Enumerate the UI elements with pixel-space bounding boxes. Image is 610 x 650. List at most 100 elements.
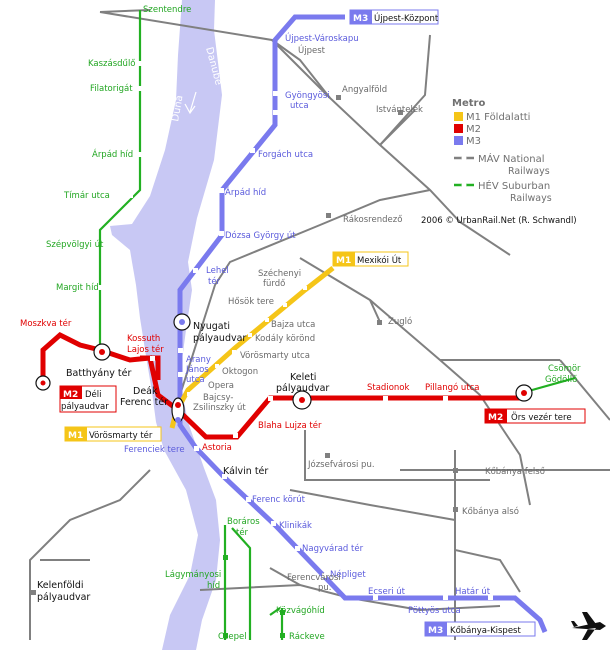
- station-marker: [98, 285, 103, 290]
- label-deak-2: Ferenc tér: [120, 397, 168, 408]
- label-boraros-1: Boráros: [227, 517, 260, 527]
- m2-kossuth-spur: [140, 355, 161, 380]
- legend-swatch-m3: [454, 136, 463, 145]
- label-ferencvarosi-2: pu.: [318, 583, 332, 593]
- label-arpad-hid-hev: Árpád híd: [92, 148, 133, 160]
- station-marker: [322, 573, 327, 578]
- label-hosok: Hősök tere: [228, 297, 274, 307]
- label-arany-2: János: [185, 365, 209, 375]
- legend-label-m3: M3: [466, 136, 481, 147]
- legend-label-mav: MÁV National: [478, 152, 545, 165]
- label-nyugati-1: Nyugati: [193, 321, 230, 332]
- station-marker: [138, 86, 143, 91]
- legend-swatch-m1: [454, 112, 463, 121]
- label-opera: Opera: [208, 381, 234, 391]
- label-arpad-hid-m3: Árpád híd: [225, 186, 266, 198]
- terminal-m2-east: M2 Örs vezér tere: [484, 408, 586, 424]
- label-arany-1: Arany: [186, 355, 211, 365]
- badge-line: M2: [488, 413, 503, 423]
- label-keleti-2: pályaudvar: [276, 383, 329, 394]
- terminal-m2-west: M2 Déli pályaudvar: [59, 385, 117, 413]
- legend-swatch-m2: [454, 124, 463, 133]
- label-forgach: Forgách utca: [258, 150, 313, 160]
- station-marker: [373, 595, 378, 600]
- label-boraros-2: tér: [236, 527, 249, 538]
- label-godollo: Gödöllő: [545, 375, 577, 385]
- station-marker: [488, 595, 493, 600]
- label-lehel-1: Lehel: [206, 266, 229, 276]
- station-marker: [336, 95, 341, 100]
- station-marker: [443, 595, 448, 600]
- label-ferenc-korut: Ferenc körút: [252, 495, 306, 505]
- label-batthyany: Batthyány tér: [66, 368, 131, 379]
- label-jozsefvarosi: Józsefvárosi pu.: [307, 459, 375, 470]
- label-dozsa: Dózsa György út: [225, 230, 296, 241]
- legend-label-mav-sub: Railways: [508, 166, 550, 177]
- legend-title: Metro: [452, 98, 485, 109]
- label-pillango: Pillangó utca: [425, 382, 480, 393]
- legend-label-hev: HÉV Suburban: [478, 179, 550, 192]
- station-marker: [453, 468, 458, 473]
- station-marker: [398, 110, 403, 115]
- label-kossuth-1: Kossuth: [127, 334, 160, 344]
- label-csomor: Csömör: [548, 364, 581, 374]
- label-angyalfold: Angyalföld: [342, 85, 387, 95]
- station-marker: [303, 286, 307, 290]
- station-marker: [103, 242, 108, 247]
- label-bajza: Bajza utca: [271, 320, 315, 330]
- terminal-m1-end: M1 Mexikói Út: [332, 251, 409, 267]
- station-marker: [377, 320, 382, 325]
- label-szepvolgyi: Szépvölgyi út: [46, 239, 104, 250]
- label-kossuth-2: Lajos tér: [127, 344, 164, 355]
- station-marker: [248, 333, 252, 337]
- station-marker: [138, 152, 143, 157]
- station-marker: [273, 91, 278, 96]
- station-marker: [215, 364, 219, 368]
- label-nyugati-2: pályaudvar: [193, 333, 246, 344]
- label-nepliget: Népliget: [330, 569, 366, 580]
- station-marker: [268, 396, 273, 401]
- badge-name: Örs vezér tere: [511, 412, 572, 423]
- badge-line: M3: [428, 626, 443, 636]
- station-marker: [326, 213, 331, 218]
- station-marker: [128, 193, 133, 198]
- station-marker: [295, 546, 300, 551]
- label-kodaly: Kodály körönd: [255, 334, 315, 344]
- label-bajcsy-1: Bajcsy-: [203, 393, 233, 403]
- station-marker: [265, 318, 269, 322]
- river-label-duna: Duna: [170, 94, 185, 122]
- label-istvantelek: Istvántelek: [376, 105, 423, 115]
- m3-line: [177, 14, 548, 633]
- station-marker: [219, 231, 224, 236]
- terminal-m1-start: M1 Vörösmarty tér: [64, 426, 162, 442]
- label-arany-3: utca: [186, 375, 205, 385]
- label-szentendre: Szentendre: [143, 5, 191, 15]
- badge-name: Vörösmarty tér: [89, 430, 153, 441]
- badge-name: Mexikói Út: [357, 254, 402, 266]
- label-csepel: Csepel: [218, 632, 247, 642]
- label-ferenciek: Ferenciek tere: [124, 445, 185, 455]
- station-marker: [271, 521, 276, 526]
- label-szechenyi-2: fürdő: [263, 279, 285, 289]
- station-marker: [325, 453, 330, 458]
- label-kalvin: Kálvin tér: [223, 466, 268, 477]
- label-bajcsy-2: Zsilinszky út: [193, 403, 246, 413]
- badge-line: M2: [63, 390, 78, 400]
- badge-name: Déli: [85, 389, 102, 400]
- label-lagymanyosi-2: híd: [207, 581, 220, 591]
- label-kelenfoldi-2: pályaudvar: [37, 592, 90, 603]
- label-kozvagohid: Közvágóhíd: [276, 605, 325, 616]
- terminal-m3-south: M3 Kőbánya-Kispest: [424, 621, 536, 637]
- legend-label-hev-sub: Railways: [510, 193, 552, 204]
- station-marker: [222, 474, 227, 479]
- station-marker: [178, 348, 183, 353]
- station-marker: [223, 633, 228, 638]
- legend-label-m1: M1 Földalatti: [466, 112, 530, 123]
- label-kobanya-also: Kőbánya alsó: [462, 506, 519, 517]
- station-marker: [193, 268, 198, 273]
- label-blaha: Blaha Lujza tér: [258, 420, 322, 431]
- station-marker: [280, 610, 285, 615]
- label-moszkva-ter: Moszkva tér: [20, 318, 72, 329]
- label-ecseri: Ecseri út: [368, 587, 406, 597]
